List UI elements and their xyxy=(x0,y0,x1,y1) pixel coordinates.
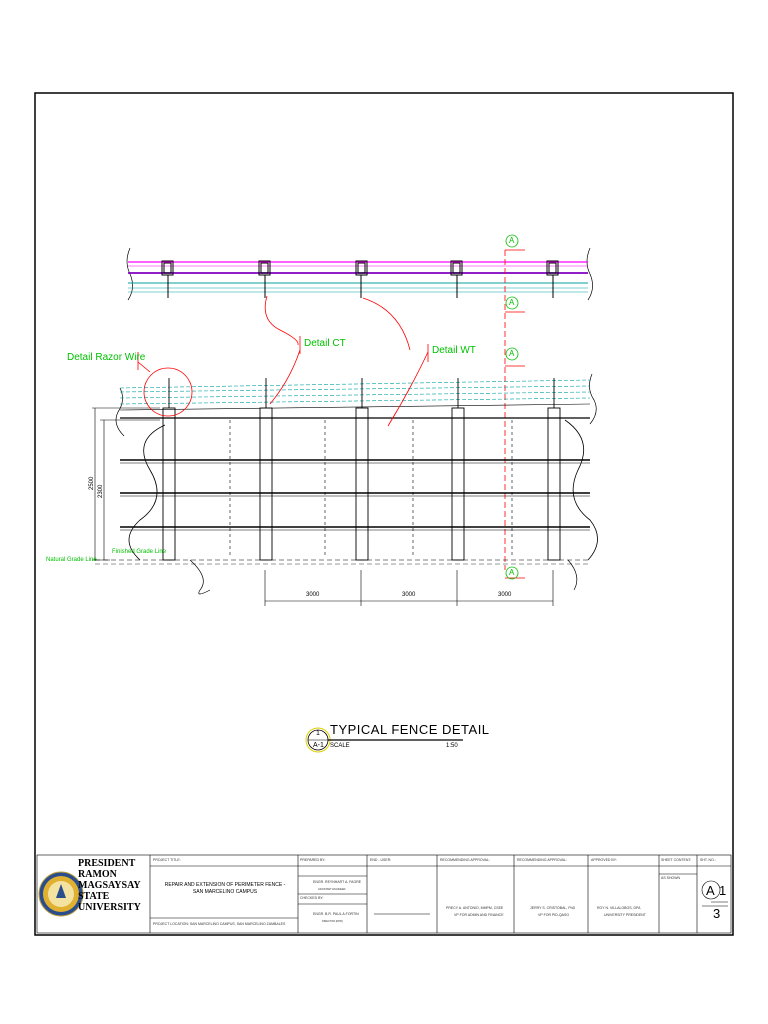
section-marker-4: A xyxy=(509,568,515,577)
plan-view xyxy=(126,247,593,301)
natural-grade-line-label: Natural Grade Line xyxy=(46,557,97,563)
recommending-title-1: VP FOR ADMIN AND FINANCE xyxy=(454,913,504,917)
drawing-title: TYPICAL FENCE DETAIL xyxy=(330,722,490,737)
drawing-title-graphic xyxy=(305,727,463,753)
project-title-label: PROJECT TITLE: xyxy=(153,858,181,862)
section-marker-3: A xyxy=(509,349,515,358)
approved-by-name: ROY N. VILLALOBOS, DPA xyxy=(597,906,641,910)
spacing-dimension xyxy=(264,570,554,606)
university-seal xyxy=(38,871,84,917)
university-name: PRESIDENT RAMON MAGSAYSAY STATE UNIVERSI… xyxy=(78,858,141,913)
drawing-sheet-ref: A-1 xyxy=(313,742,324,749)
recommending-title-2: VP FOR PID-QASG xyxy=(538,913,570,917)
prepared-by-name: ENGR. REYNHART A. FAGRE xyxy=(313,880,362,884)
recommending-name-2: JERRY S. CRISTOBAL, PhD xyxy=(530,906,576,910)
detail-ct-label: Detail CT xyxy=(304,338,346,349)
dim-spacing-1: 3000 xyxy=(306,592,320,598)
drawing-scale-label: SCALE xyxy=(330,743,350,749)
dim-height-total: 2500 xyxy=(89,476,95,490)
recommending-label-2: RECOMMENDING APPROVAL: xyxy=(517,858,567,862)
project-location: PROJECT LOCATION: SAN MARCELINO CAMPUS, … xyxy=(153,922,286,926)
section-marker-1: A xyxy=(509,236,515,245)
sheet-content-label: SHEET CONTENT: xyxy=(661,858,692,862)
sheet-letter: A xyxy=(706,883,715,898)
prepared-by-label: PREPARED BY: xyxy=(300,858,326,862)
sheet-number: 1 xyxy=(719,883,727,898)
section-marker-circles xyxy=(505,234,519,580)
checked-by-title: DIRECTOR (DPFI) xyxy=(322,920,344,923)
vertical-dimensions xyxy=(92,407,160,561)
checked-by-label: CHECKED BY: xyxy=(300,896,324,900)
approved-by-title: UNIVERSITY PRESIDENT xyxy=(604,913,646,917)
section-marker-2: A xyxy=(509,298,515,307)
elevation-view xyxy=(95,373,598,595)
dim-height-post: 2300 xyxy=(98,484,104,498)
drawing-scale-value: 1:50 xyxy=(446,743,458,749)
dim-spacing-2: 3000 xyxy=(402,592,416,598)
sheet-total: 3 xyxy=(713,906,721,921)
plan-posts xyxy=(161,260,559,298)
finished-grade-line-label: Finished Grade Line xyxy=(112,549,167,555)
section-cut-line xyxy=(504,249,525,579)
checked-by-name: ENGR. B.R. PAUL A.FORTIN xyxy=(313,912,359,916)
end-user-label: END - USER: xyxy=(370,858,392,862)
sheet-border xyxy=(34,92,734,936)
prepared-by-title: ASSISTANT ENGINEER xyxy=(318,888,346,891)
detail-razor-wire-label: Detail Razor Wire xyxy=(67,352,146,363)
approved-by-label: APPROVED BY: xyxy=(591,858,617,862)
dim-spacing-3: 3000 xyxy=(498,592,512,598)
recommending-label-1: RECOMMENDING APPROVAL: xyxy=(440,858,490,862)
sheet-no-label: SHT. NO.: xyxy=(700,858,716,862)
project-title: REPAIR AND EXTENSION OF PERIMETER FENCE … xyxy=(164,882,286,895)
title-block-grid xyxy=(36,854,732,934)
recommending-name-1: PRECY A. ANTONIO, MMPM, CSEE xyxy=(446,906,504,910)
drawing-number: 1 xyxy=(316,730,320,737)
sheet-content: AS SHOWN xyxy=(661,876,681,880)
detail-wt-label: Detail WT xyxy=(432,345,476,356)
detail-callouts xyxy=(137,295,429,427)
